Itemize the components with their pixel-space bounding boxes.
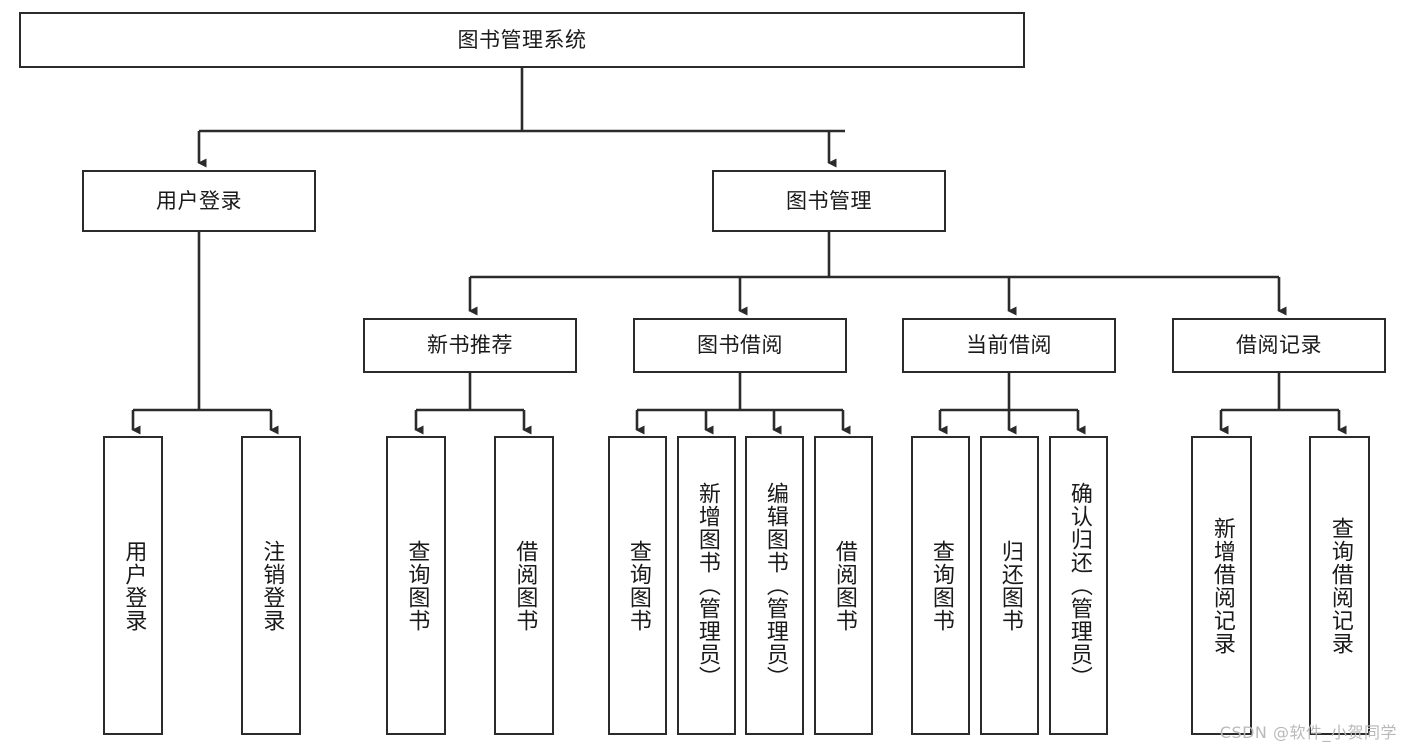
node-borrow-record[interactable]: 借阅记录 [1172,318,1386,373]
leaf-borrow-edit-book-admin[interactable]: 编辑图书（管理员） [745,436,804,735]
node-label: 新增借阅记录 [1209,516,1235,655]
node-label: 新书推荐 [427,333,513,358]
node-label: 当前借阅 [966,333,1052,358]
node-label: 用户登录 [156,188,242,213]
node-label: 确认归还（管理员） [1066,482,1092,689]
node-label: 借阅图书 [512,539,538,632]
leaf-current-return-book[interactable]: 归还图书 [980,436,1039,735]
node-book-borrow[interactable]: 图书借阅 [633,318,847,373]
node-label: 借阅记录 [1236,333,1322,358]
leaf-record-query[interactable]: 查询借阅记录 [1309,436,1370,735]
node-label: 查询图书 [404,539,430,632]
node-label: 注销登录 [259,539,285,632]
node-label: 图书借阅 [697,333,783,358]
node-user-login[interactable]: 用户登录 [82,170,316,232]
leaf-user-login-logout[interactable]: 注销登录 [241,436,301,735]
leaf-borrow-borrow-book[interactable]: 借阅图书 [814,436,873,735]
node-current-borrow[interactable]: 当前借阅 [902,318,1116,373]
leaf-current-confirm-return-admin[interactable]: 确认归还（管理员） [1049,436,1108,735]
node-new-book-recommend[interactable]: 新书推荐 [363,318,577,373]
node-label: 图书管理 [786,188,872,213]
node-label: 查询借阅记录 [1327,516,1353,655]
leaf-borrow-add-book-admin[interactable]: 新增图书（管理员） [677,436,736,735]
watermark: CSDN @软件_小贺同学 [1219,723,1397,742]
leaf-current-query-book[interactable]: 查询图书 [911,436,970,735]
node-label: 编辑图书（管理员） [762,482,788,689]
node-label: 图书管理系统 [457,27,587,52]
node-label: 用户登录 [121,539,147,632]
leaf-new-book-query[interactable]: 查询图书 [386,436,446,735]
node-label: 查询图书 [928,539,954,632]
leaf-borrow-query-book[interactable]: 查询图书 [608,436,667,735]
node-label: 归还图书 [997,539,1023,632]
node-root-system[interactable]: 图书管理系统 [19,12,1025,68]
node-book-management[interactable]: 图书管理 [712,170,946,232]
leaf-record-add[interactable]: 新增借阅记录 [1191,436,1252,735]
node-label: 新增图书（管理员） [694,482,720,689]
node-label: 查询图书 [625,539,651,632]
node-label: 借阅图书 [831,539,857,632]
leaf-user-login-login[interactable]: 用户登录 [103,436,163,735]
leaf-new-book-borrow[interactable]: 借阅图书 [494,436,554,735]
